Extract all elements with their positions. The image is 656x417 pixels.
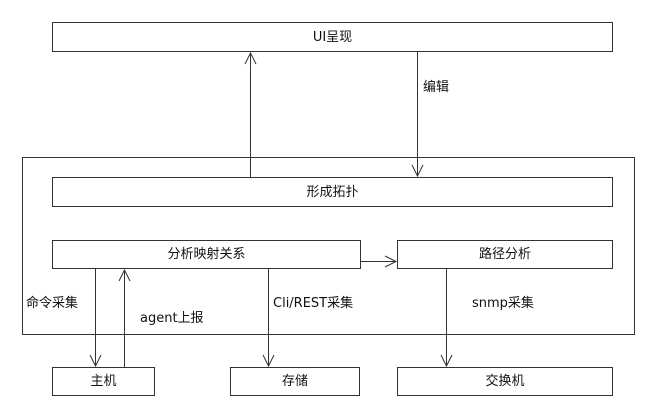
- system-boundary: [22, 157, 635, 335]
- node-host: 主机: [52, 367, 155, 396]
- node-analyze: 分析映射关系: [52, 240, 361, 269]
- node-storage: 存储: [230, 367, 360, 396]
- node-analyze-label: 分析映射关系: [167, 247, 246, 262]
- edge-label-cli-rest: Cli/REST采集: [273, 296, 354, 311]
- node-path: 路径分析: [397, 240, 613, 269]
- arrowhead-topology-to-ui: [244, 51, 257, 65]
- node-ui: UI呈现: [52, 22, 613, 52]
- edge-label-agent-report: agent上报: [140, 311, 204, 326]
- node-path-label: 路径分析: [478, 247, 531, 262]
- arrowhead-analyze-to-host: [89, 354, 102, 368]
- node-switch: 交换机: [397, 367, 613, 396]
- node-switch-label: 交换机: [485, 374, 525, 389]
- node-ui-label: UI呈现: [312, 29, 353, 45]
- edge-label-snmp: snmp采集: [472, 296, 534, 311]
- arrowhead-path-to-switch: [440, 354, 453, 368]
- edge-label-cmd-collect: 命令采集: [26, 296, 79, 311]
- node-host-label: 主机: [90, 374, 117, 389]
- node-storage-label: 存储: [281, 374, 308, 389]
- node-topology-label: 形成拓扑: [306, 184, 359, 200]
- edge-label-edit: 编辑: [423, 80, 450, 95]
- node-topology: 形成拓扑: [52, 177, 613, 207]
- arrowhead-analyze-to-storage: [262, 354, 275, 368]
